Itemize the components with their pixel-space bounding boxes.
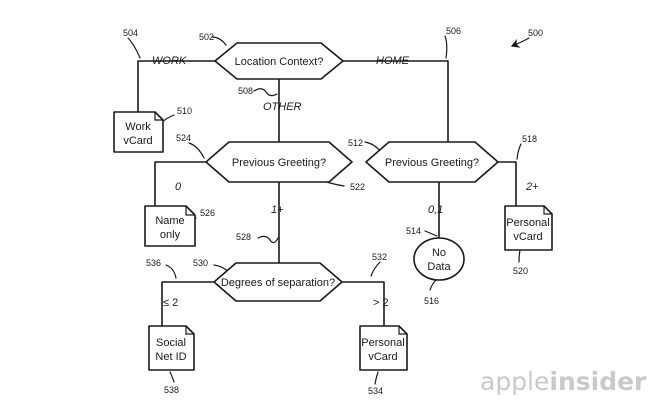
connector-lines bbox=[137, 60, 517, 327]
le-two-edge-label: ≤ 2 bbox=[163, 297, 178, 309]
degrees-of-separation-node: Degrees of separation? 530 bbox=[193, 258, 343, 302]
ref-516: 516 bbox=[424, 296, 439, 306]
social-net-id-line-2: Net ID bbox=[155, 351, 186, 363]
no-data-line-2: Data bbox=[427, 261, 451, 273]
work-vcard-shape bbox=[113, 111, 164, 153]
personal-vcard-bottom-shape bbox=[359, 325, 408, 371]
personal-vcard-right-fold bbox=[543, 205, 553, 215]
right-zero-one-edge-label: 0,1 bbox=[428, 204, 443, 216]
leader-508 bbox=[253, 88, 278, 97]
personal-vcard-bottom-line-2: vCard bbox=[368, 351, 397, 363]
leader-532 bbox=[370, 261, 381, 277]
ref-502: 502 bbox=[199, 32, 214, 42]
leader-534 bbox=[374, 371, 379, 385]
previous-greeting-left-label: Previous Greeting? bbox=[232, 157, 326, 169]
social-net-id-node: Social Net ID 538 bbox=[148, 325, 195, 395]
ref-510: 510 bbox=[177, 106, 192, 116]
gt-two-line bbox=[341, 281, 385, 327]
ref-522: 522 bbox=[350, 182, 365, 192]
name-only-line-1: Name bbox=[155, 215, 184, 227]
personal-vcard-right-line-2: vCard bbox=[513, 231, 542, 243]
social-net-id-shape bbox=[148, 325, 195, 371]
personal-vcard-bottom-line-1: Personal bbox=[361, 337, 404, 349]
right-two-plus-line bbox=[497, 161, 517, 207]
previous-greeting-right-shape bbox=[365, 141, 499, 183]
ref-526: 526 bbox=[200, 208, 215, 218]
name-only-line-2: only bbox=[160, 229, 181, 241]
personal-vcard-bottom-fold bbox=[398, 325, 408, 335]
leader-538 bbox=[169, 371, 175, 383]
work-vcard-fold bbox=[154, 111, 164, 121]
degrees-of-separation-shape bbox=[213, 262, 343, 302]
figure-number: 500 bbox=[528, 28, 543, 38]
ref-534: 534 bbox=[368, 386, 383, 396]
leader-504 bbox=[127, 37, 141, 59]
personal-vcard-right-line-1: Personal bbox=[506, 217, 549, 229]
ref-506: 506 bbox=[446, 26, 461, 36]
leader-506 bbox=[444, 35, 448, 59]
leader-500 bbox=[510, 37, 530, 48]
work-edge-label: WORK bbox=[152, 55, 187, 67]
location-context-shape bbox=[214, 42, 344, 80]
leader-536 bbox=[165, 264, 177, 279]
leader-514 bbox=[424, 230, 438, 237]
name-only-shape bbox=[144, 205, 196, 247]
branch-labels: WORK 504 HOME 506 OTHER 508 0 1+ 528 0,1… bbox=[123, 26, 539, 309]
work-branch-line bbox=[137, 60, 216, 113]
gt-two-edge-label: > 2 bbox=[373, 297, 389, 309]
previous-greeting-right-node: Previous Greeting? 512 bbox=[348, 138, 499, 183]
location-context-node: Location Context? 502 bbox=[199, 32, 344, 80]
work-vcard-node: Work vCard 510 bbox=[113, 106, 192, 153]
watermark-part-apple: apple bbox=[480, 367, 549, 396]
right-two-plus-edge-label: 2+ bbox=[525, 181, 539, 193]
personal-vcard-right-shape bbox=[504, 205, 553, 251]
no-data-shape bbox=[413, 237, 465, 281]
previous-greeting-right-label: Previous Greeting? bbox=[385, 157, 479, 169]
previous-greeting-left-node: Previous Greeting? 524 522 bbox=[176, 133, 365, 192]
location-context-label: Location Context? bbox=[235, 56, 324, 68]
ref-512: 512 bbox=[348, 138, 363, 148]
other-edge-label: OTHER bbox=[263, 101, 302, 113]
no-data-line-1: No bbox=[432, 247, 446, 259]
social-net-id-fold bbox=[185, 325, 195, 335]
previous-greeting-left-shape bbox=[205, 141, 353, 183]
name-only-node: Name only 526 bbox=[144, 205, 215, 247]
home-branch-line bbox=[342, 60, 449, 142]
watermark-part-insider: insider bbox=[549, 367, 647, 396]
ref-520: 520 bbox=[513, 266, 528, 276]
leader-528 bbox=[257, 235, 279, 244]
work-vcard-line-1: Work bbox=[125, 121, 151, 133]
degrees-of-separation-label: Degrees of separation? bbox=[221, 277, 335, 289]
personal-vcard-bottom-node: Personal vCard 534 bbox=[359, 325, 408, 396]
left-zero-edge-label: 0 bbox=[175, 181, 182, 193]
personal-vcard-right-node: Personal vCard 520 bbox=[504, 205, 553, 276]
leader-516 bbox=[429, 279, 437, 291]
ref-514: 514 bbox=[406, 226, 421, 236]
leader-524 bbox=[188, 142, 205, 159]
leader-520 bbox=[518, 249, 521, 263]
ref-504: 504 bbox=[123, 28, 138, 38]
ref-530: 530 bbox=[193, 258, 208, 268]
appleinsider-watermark: appleinsider bbox=[480, 367, 647, 396]
ref-532: 532 bbox=[372, 252, 387, 262]
no-data-node: No Data 516 bbox=[413, 237, 465, 306]
work-vcard-line-2: vCard bbox=[123, 135, 152, 147]
ref-538: 538 bbox=[164, 385, 179, 395]
ref-528: 528 bbox=[236, 232, 251, 242]
home-edge-label: HOME bbox=[376, 55, 410, 67]
left-one-plus-edge-label: 1+ bbox=[271, 204, 284, 216]
ref-518: 518 bbox=[522, 134, 537, 144]
le-two-line bbox=[161, 281, 215, 327]
ref-536: 536 bbox=[146, 258, 161, 268]
left-zero-line bbox=[154, 161, 207, 207]
social-net-id-line-1: Social bbox=[156, 337, 186, 349]
leader-502 bbox=[211, 36, 227, 46]
ref-524: 524 bbox=[176, 133, 191, 143]
name-only-fold bbox=[185, 205, 196, 216]
leader-518 bbox=[516, 143, 522, 160]
ref-508: 508 bbox=[238, 86, 253, 96]
